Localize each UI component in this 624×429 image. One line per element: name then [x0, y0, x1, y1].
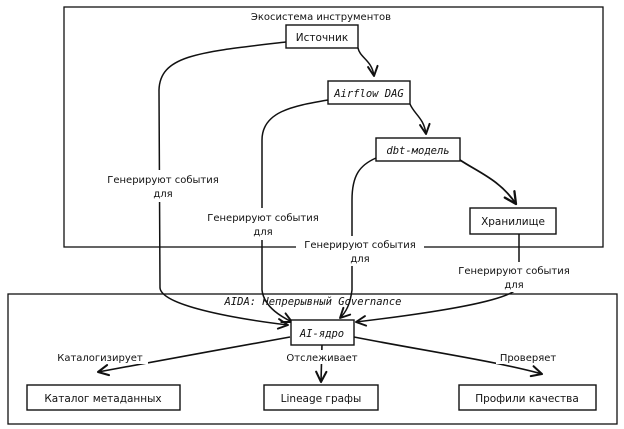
node-lineage-graphs-label: Lineage графы [281, 393, 362, 405]
node-ai-core-label: AI-ядро [299, 328, 344, 340]
edge-aicore-catalog [96, 336, 291, 377]
node-dbt-model-label: dbt-модель [386, 145, 449, 157]
edge-label-dbt-line2: для [350, 254, 369, 265]
edge-dbt-storage [459, 159, 518, 206]
edge-label-airflow-line2: для [253, 227, 272, 238]
edge-airflow-aicore [261, 99, 329, 323]
node-airflow-dag[interactable]: Airflow DAG [327, 80, 411, 105]
ecosystem-title: Экосистема инструментов [251, 12, 391, 23]
edge-label-checks: Проверяет [500, 353, 557, 364]
edge-aicore-quality [353, 336, 544, 378]
edge-label-source-line1: Генерируют события [107, 175, 219, 186]
edge-label-catalogs: Каталогизирует [57, 353, 143, 364]
node-quality-profiles[interactable]: Профили качества [458, 384, 597, 411]
node-ai-core[interactable]: AI-ядро [290, 319, 355, 346]
node-quality-profiles-label: Профили качества [475, 393, 579, 405]
node-metadata-catalog[interactable]: Каталог метаданных [26, 384, 181, 411]
edge-label-dbt-line1: Генерируют события [304, 240, 416, 251]
edge-label-tracks: Отслеживает [286, 353, 357, 364]
node-lineage-graphs[interactable]: Lineage графы [263, 384, 379, 411]
node-source[interactable]: Источник [285, 24, 359, 49]
node-storage[interactable]: Хранилище [469, 207, 557, 235]
node-storage-label: Хранилище [481, 216, 545, 228]
edge-airflow-dbt [409, 103, 431, 135]
node-dbt-model[interactable]: dbt-модель [375, 137, 461, 162]
node-metadata-catalog-label: Каталог метаданных [44, 393, 161, 405]
edge-source-airflow [357, 47, 379, 77]
edge-label-storage-line1: Генерируют события [458, 266, 570, 277]
aida-group [7, 293, 618, 425]
aida-title: AIDA: Непрерывный Governance [223, 296, 401, 308]
node-source-label: Источник [296, 32, 348, 44]
edge-label-airflow-line1: Генерируют события [207, 213, 319, 224]
edge-label-source-line2: для [153, 189, 172, 200]
node-airflow-dag-label: Airflow DAG [333, 88, 404, 100]
edge-label-storage-line2: для [504, 280, 523, 291]
